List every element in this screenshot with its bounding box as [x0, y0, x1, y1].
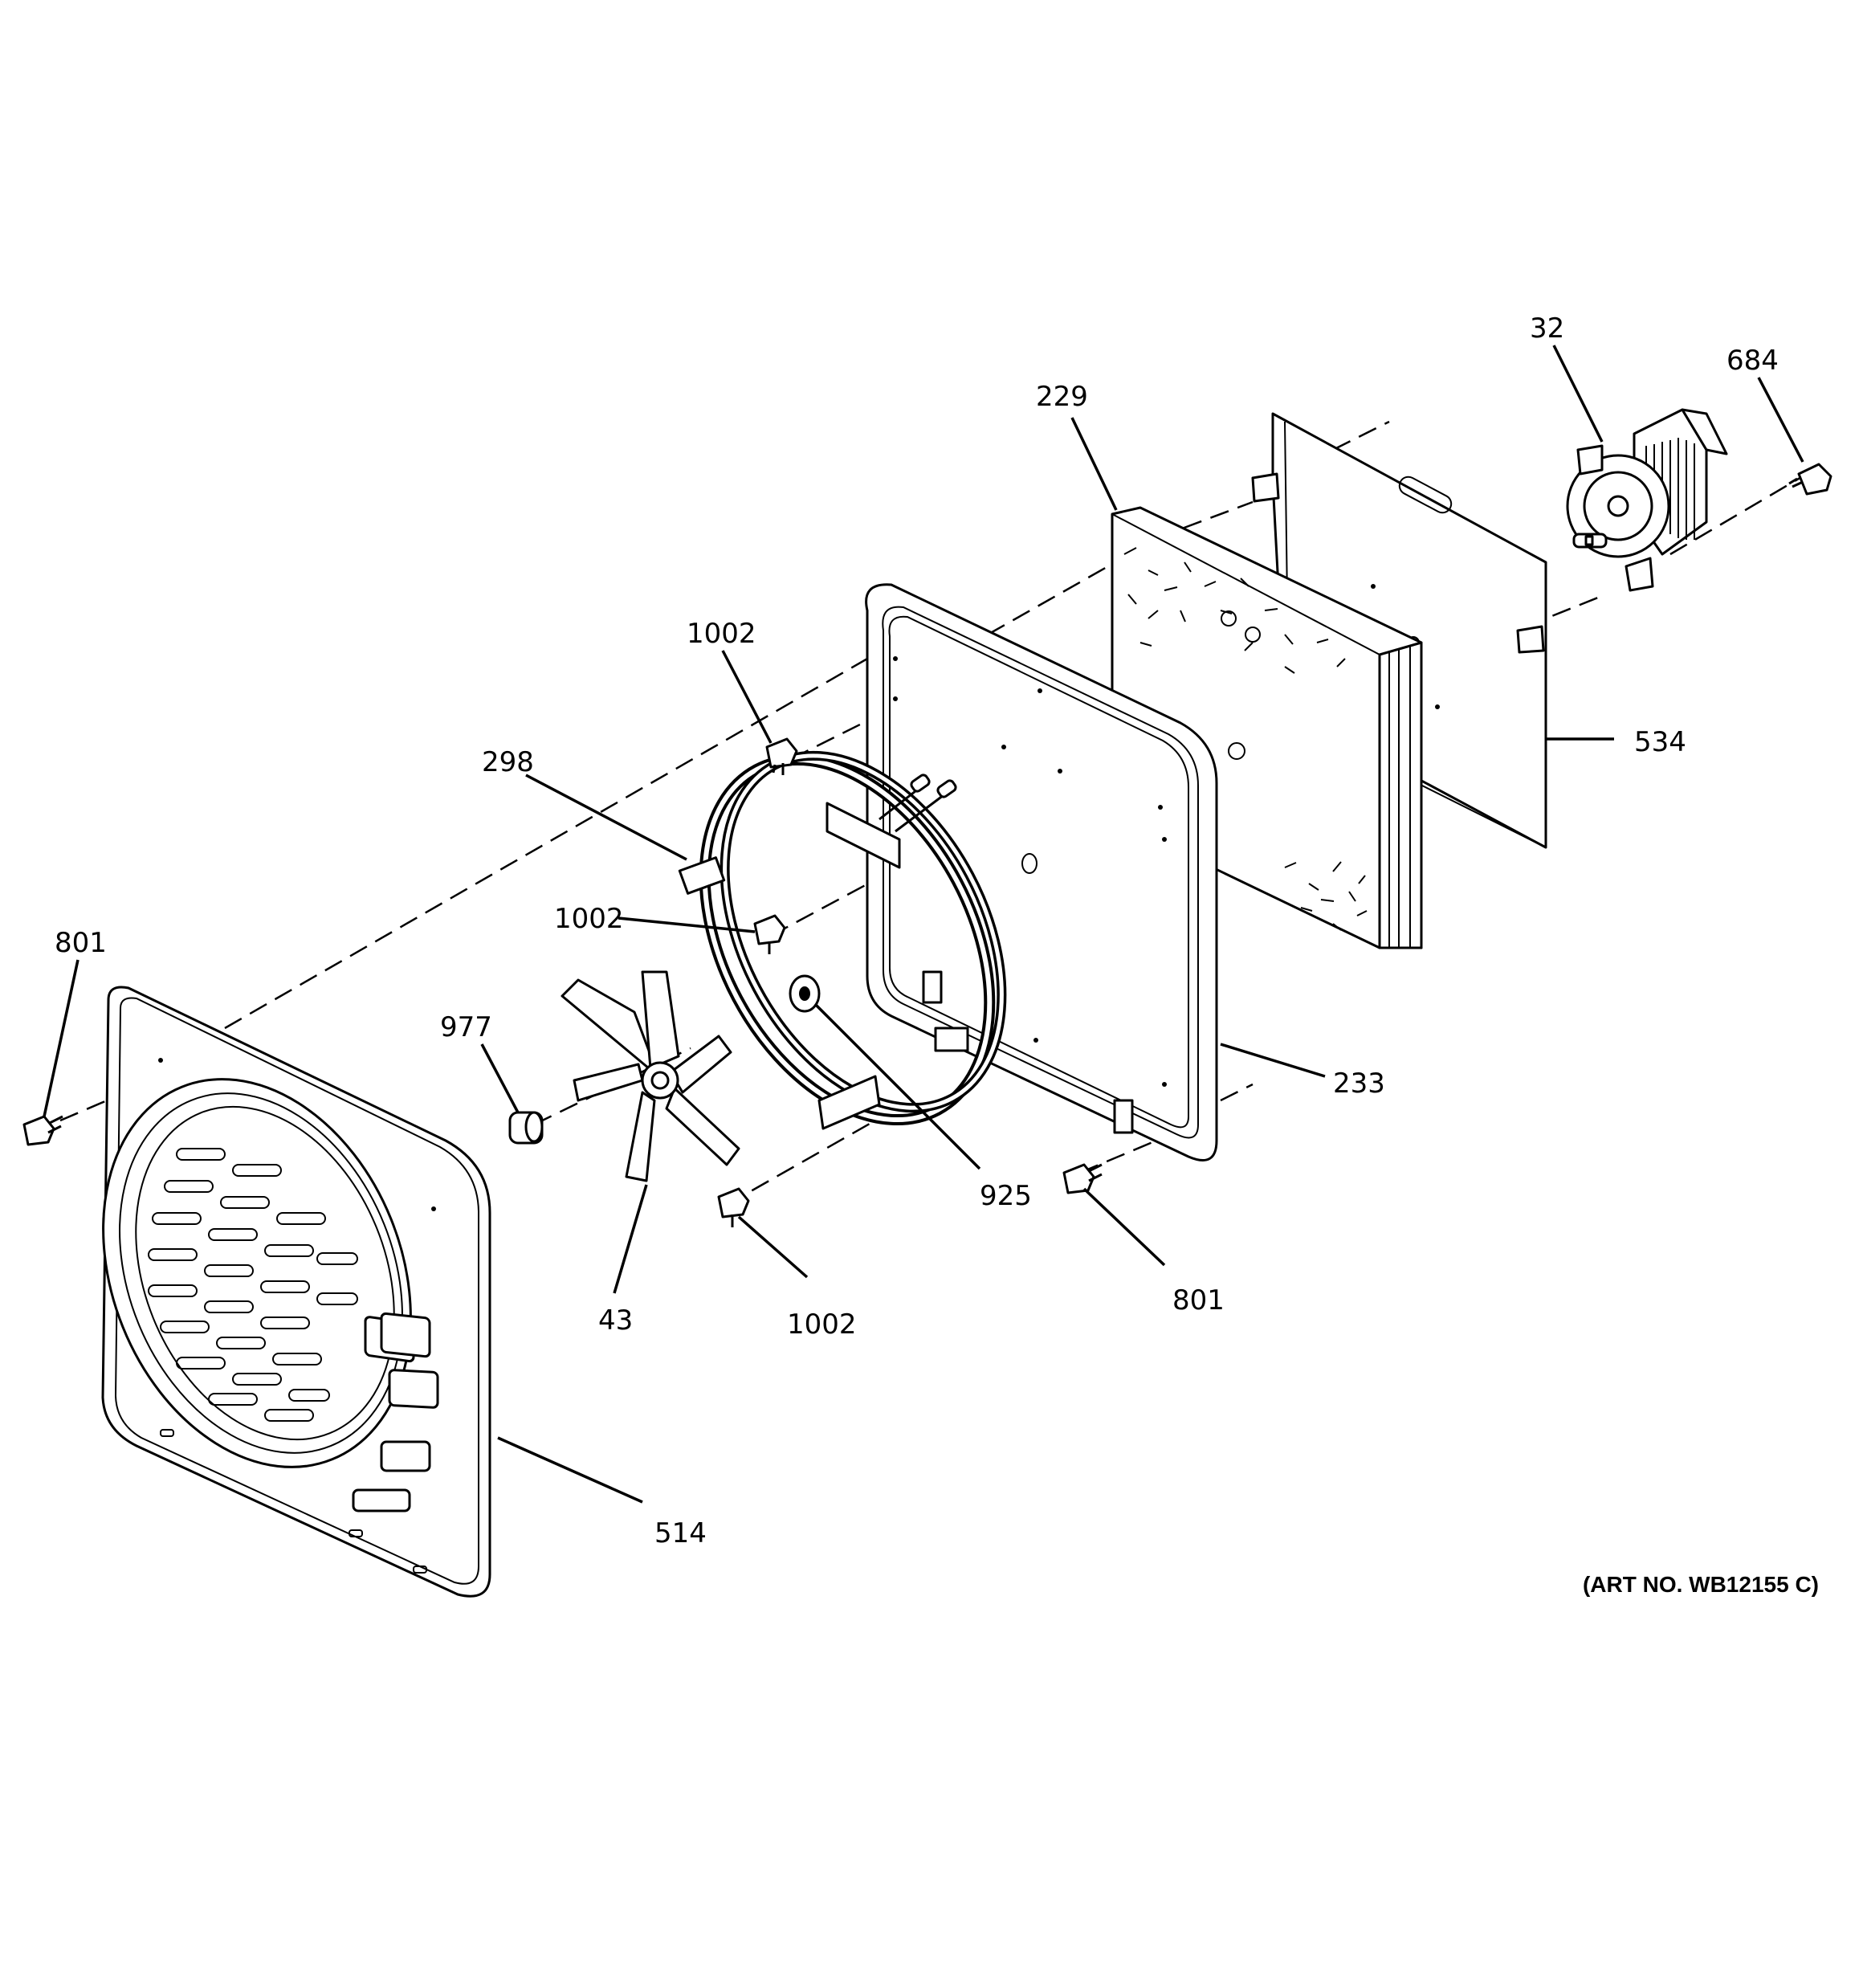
callout-977: 977 [440, 1011, 492, 1043]
callout-labels: 32 684 229 534 1002 298 1002 801 977 233… [55, 312, 1779, 1549]
art-number: (ART NO. WB12155 C) [1583, 1572, 1819, 1597]
screw-801-right [1062, 1163, 1103, 1194]
callout-801-left: 801 [55, 927, 107, 959]
callout-229: 229 [1036, 381, 1088, 413]
screw-1002-mid [753, 914, 786, 954]
screw-1002-top [765, 737, 798, 775]
callout-43: 43 [598, 1304, 633, 1337]
fan-motor-32 [1566, 408, 1728, 592]
callout-233: 233 [1333, 1067, 1385, 1100]
callout-32: 32 [1530, 312, 1564, 345]
leader-lines [43, 345, 1804, 1504]
callout-298: 298 [482, 746, 534, 778]
nut-977 [508, 1111, 544, 1145]
callout-514: 514 [654, 1517, 707, 1549]
fan-cover-514 [101, 986, 491, 1598]
fan-blade-43 [561, 970, 740, 1182]
callout-1002-mid: 1002 [554, 903, 624, 935]
insulation-texture [1123, 547, 1368, 931]
washer-925 [789, 974, 821, 1013]
callout-684: 684 [1726, 345, 1779, 377]
callout-925: 925 [980, 1180, 1032, 1212]
screw-684 [1788, 463, 1832, 496]
grille-slots [148, 1148, 358, 1422]
screw-1002-bottom [717, 1187, 750, 1227]
callout-1002-top: 1002 [687, 618, 756, 650]
screw-801-left [22, 1115, 63, 1146]
callout-801-right: 801 [1172, 1284, 1225, 1316]
callout-1002-bottom: 1002 [787, 1308, 857, 1341]
back-frame-233 [865, 583, 1218, 1161]
callout-534: 534 [1634, 726, 1686, 758]
